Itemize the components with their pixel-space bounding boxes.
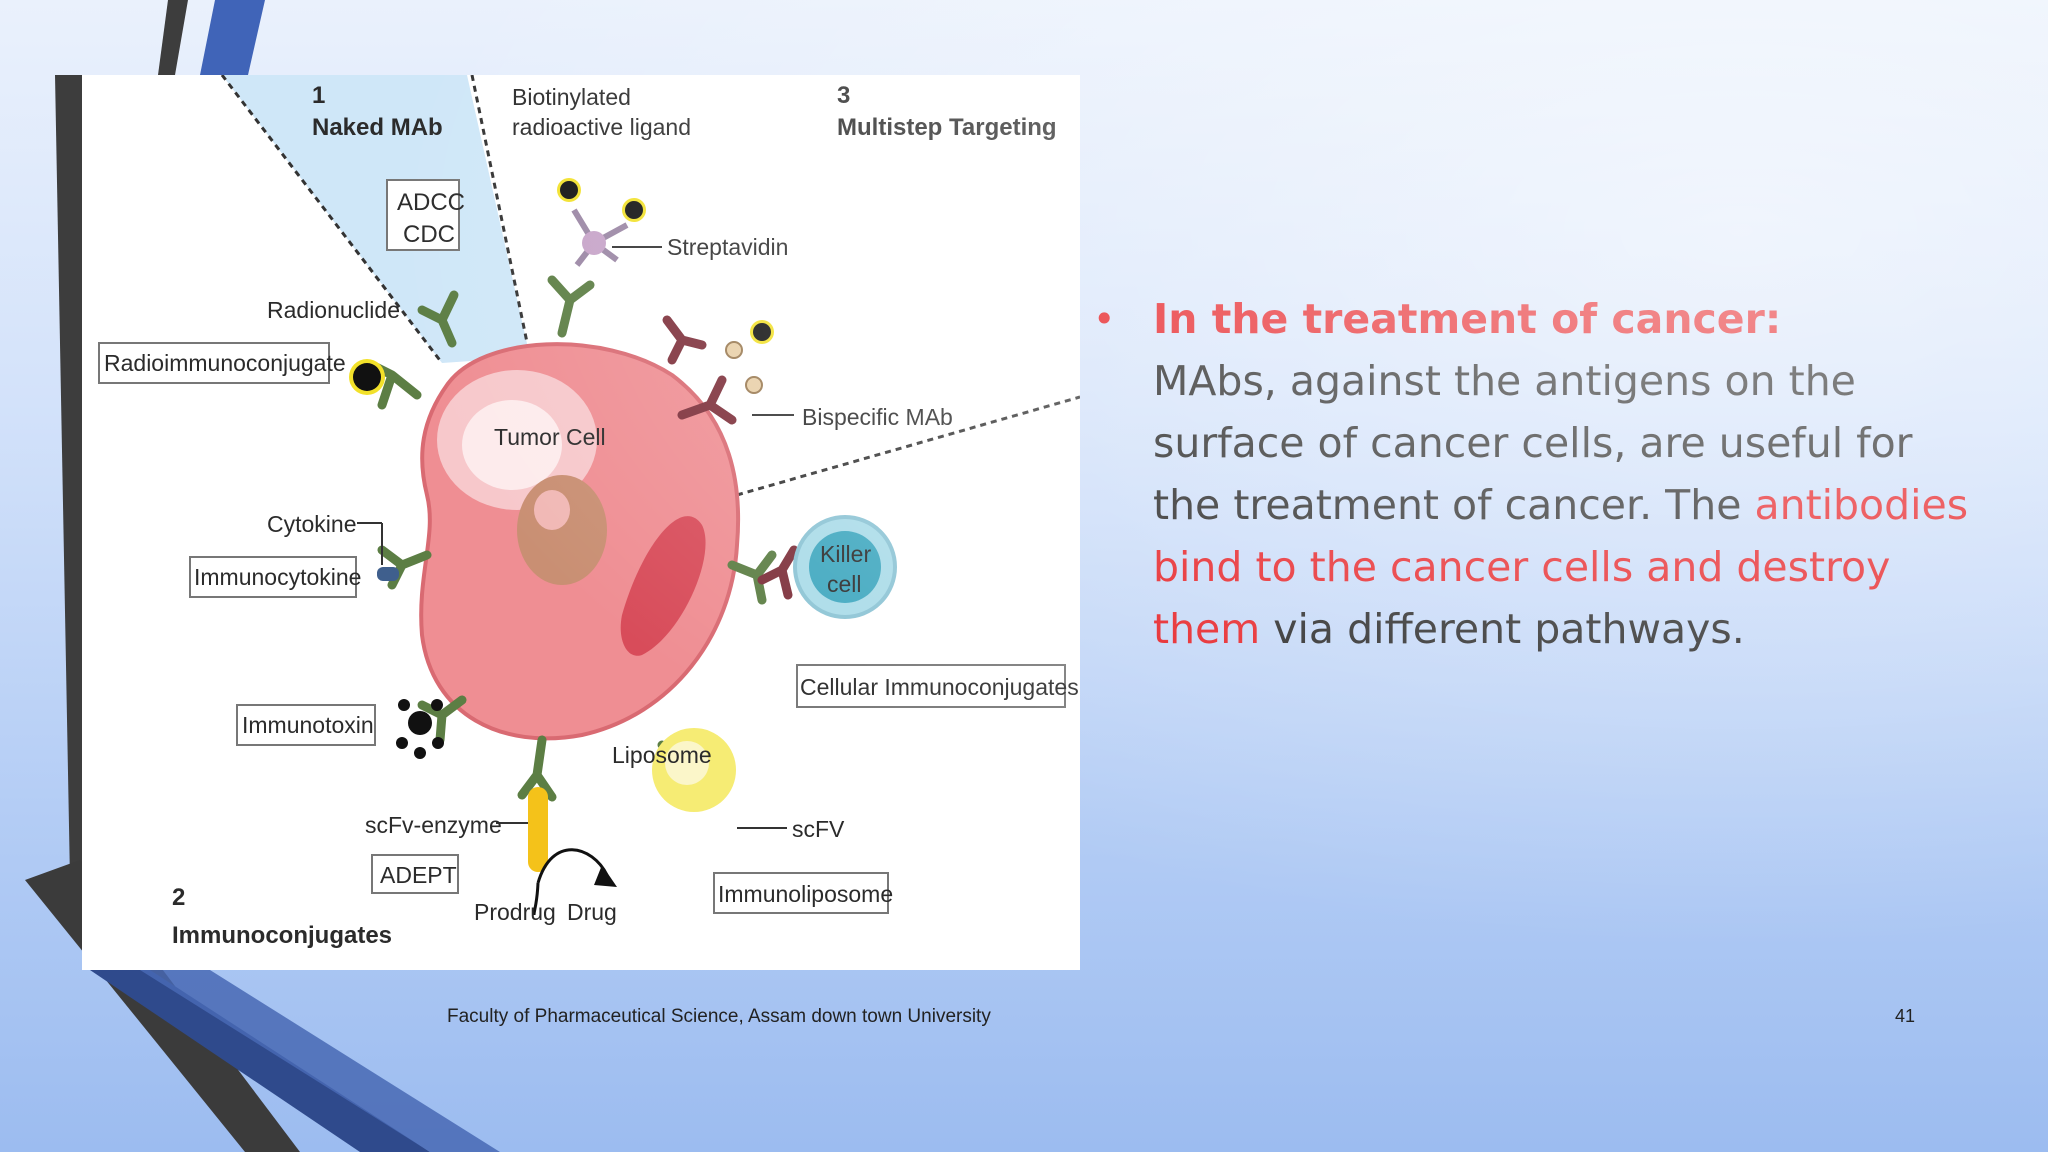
streptavidin-label: Streptavidin [667, 234, 788, 260]
drug-label: Drug [567, 899, 617, 925]
immunotoxin-label: Immunotoxin [242, 712, 374, 738]
adcc-label: ADCC [397, 189, 465, 216]
section1-title: Naked MAb [312, 114, 443, 141]
bullet-heading: In the treatment of cancer: [1153, 295, 1781, 343]
section2-number: 2 [172, 884, 185, 911]
killer-cell-label-line1: Killer [820, 541, 871, 567]
biotinylated-label-line1: Biotinylated [512, 84, 631, 110]
scfv-label: scFV [792, 816, 845, 842]
antibody-pathways-diagram: 1 Naked MAb ADCC CDC Biotinylated radioa… [82, 75, 1080, 970]
liposome-label: Liposome [612, 742, 712, 768]
radioimmunoconjugate-label: Radioimmunoconjugate [104, 350, 346, 376]
cellular-immunoconjugates-label: Cellular Immunoconjugates [800, 674, 1079, 700]
footer-text: Faculty of Pharmaceutical Science, Assam… [447, 1006, 991, 1028]
killer-cell-label-line2: cell [827, 571, 862, 597]
bispecific-mab-label: Bispecific MAb [802, 404, 953, 430]
tumor-cell-label: Tumor Cell [494, 424, 606, 450]
section1-number: 1 [312, 82, 325, 109]
prodrug-label: Prodrug [474, 899, 556, 925]
cdc-label: CDC [403, 221, 455, 248]
immunoliposome-label: Immunoliposome [718, 881, 893, 907]
section3-title: Multistep Targeting [837, 114, 1057, 141]
bullet-marker: • [1093, 288, 1115, 350]
section2-title: Immunoconjugates [172, 922, 392, 949]
scfv-enzyme-label: scFv-enzyme [365, 812, 502, 838]
bullet-text-block: • In the treatment of cancer: MAbs, agai… [1093, 288, 1973, 660]
nucleus-shape [517, 475, 607, 585]
cytokine-label: Cytokine [267, 511, 356, 537]
bullet-paragraph: In the treatment of cancer: MAbs, agains… [1153, 288, 1973, 660]
bullet-body-text-2: via different pathways. [1260, 605, 1745, 653]
radionuclide-label: Radionuclide [267, 297, 400, 323]
section3-number: 3 [837, 82, 850, 109]
page-number: 41 [1895, 1006, 1915, 1027]
immunocytokine-label: Immunocytokine [194, 564, 361, 590]
biotinylated-label-line2: radioactive ligand [512, 114, 691, 140]
adept-label: ADEPT [380, 862, 457, 888]
